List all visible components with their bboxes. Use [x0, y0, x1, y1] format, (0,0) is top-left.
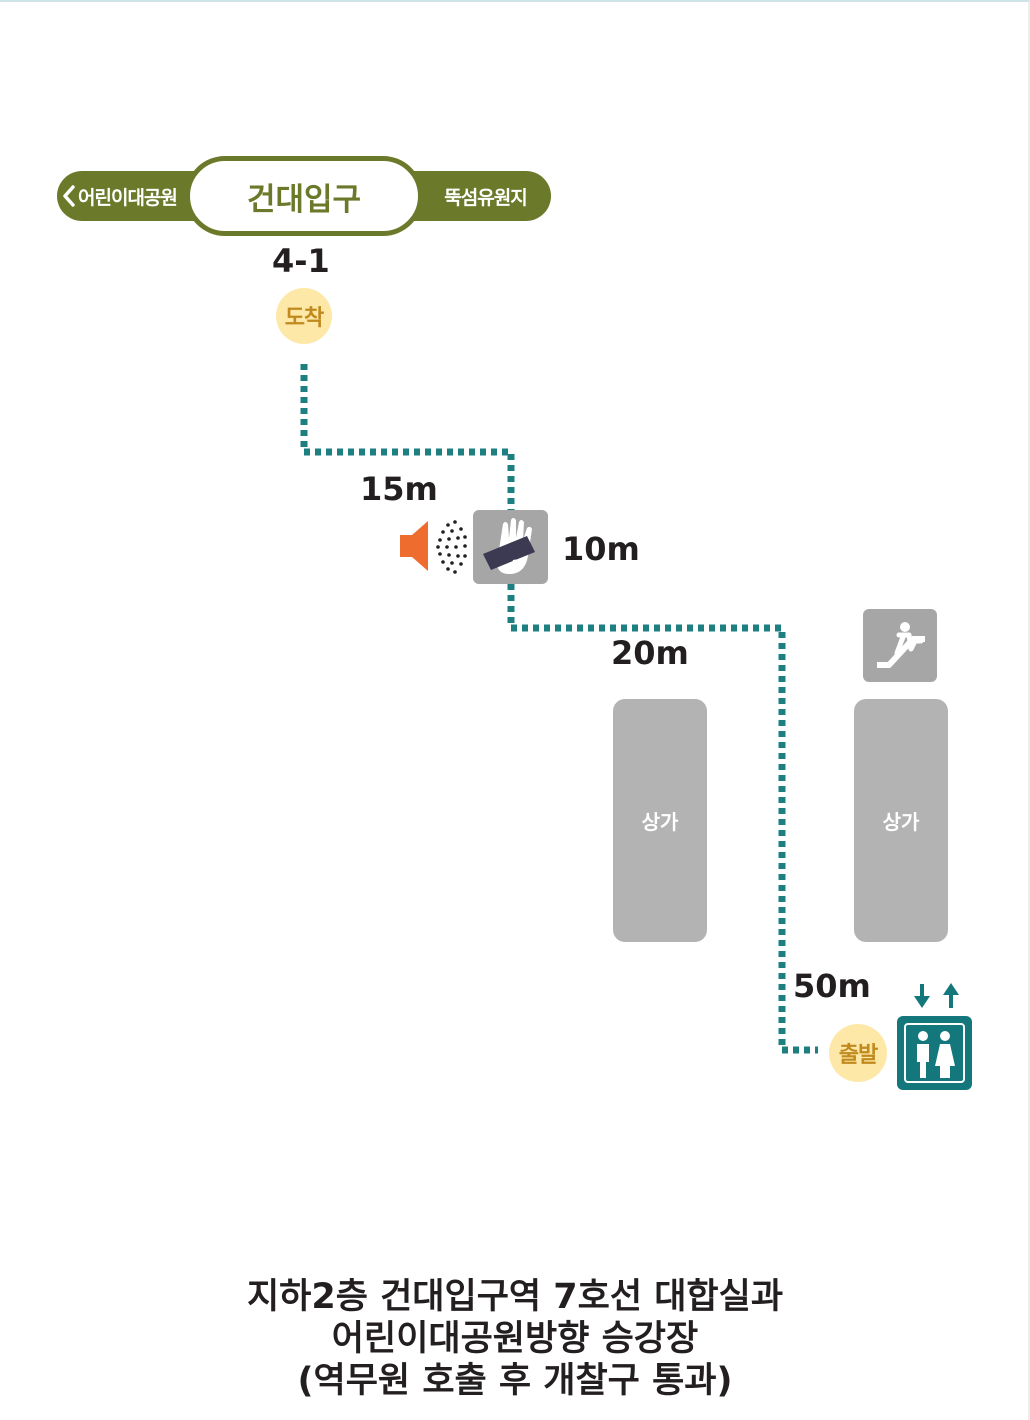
- distance-10m: 10m: [562, 530, 640, 568]
- depart-label: 출발: [838, 1043, 878, 1068]
- caption-line-1: 지하2층 건대입구역 7호선 대합실과: [246, 1277, 784, 1317]
- arrive-badge: 도착: [276, 288, 332, 344]
- ticket-gate-icon: [473, 510, 548, 584]
- shop-label-1: 상가: [641, 810, 679, 834]
- caption-line-2: 어린이대공원방향 승강장: [331, 1319, 699, 1359]
- current-station: 건대입구: [185, 156, 423, 236]
- arrive-label: 도착: [284, 306, 324, 331]
- caption: 지하2층 건대입구역 7호선 대합실과 어린이대공원방향 승강장 (역무원 호출…: [0, 1276, 1030, 1402]
- caption-line-3: (역무원 호출 후 개찰구 통과): [297, 1361, 733, 1401]
- prev-station: 어린이대공원: [62, 171, 184, 221]
- distance-20m: 20m: [611, 634, 689, 672]
- chevron-left-icon: [63, 185, 75, 207]
- shop-block-2: 상가: [854, 699, 948, 942]
- next-station: 뚝섬유원지: [428, 171, 543, 221]
- prev-station-name: 어린이대공원: [78, 186, 178, 209]
- escalator-icon: [863, 609, 937, 682]
- depart-badge: 출발: [829, 1024, 887, 1082]
- hand-card-icon: [483, 518, 535, 574]
- shop-label-2: 상가: [882, 810, 920, 834]
- shop-block-1: 상가: [613, 699, 707, 942]
- distance-15m: 15m: [360, 470, 438, 508]
- elevator-icon: [897, 1016, 972, 1090]
- next-station-name: 뚝섬유원지: [444, 186, 527, 209]
- elevator-people-icon: [904, 1023, 965, 1083]
- distance-50m: 50m: [793, 967, 871, 1005]
- exit-number: 4-1: [272, 242, 330, 280]
- current-station-name: 건대입구: [246, 181, 362, 218]
- walking-route: [300, 364, 818, 1054]
- escalator-figure-icon: [877, 622, 925, 668]
